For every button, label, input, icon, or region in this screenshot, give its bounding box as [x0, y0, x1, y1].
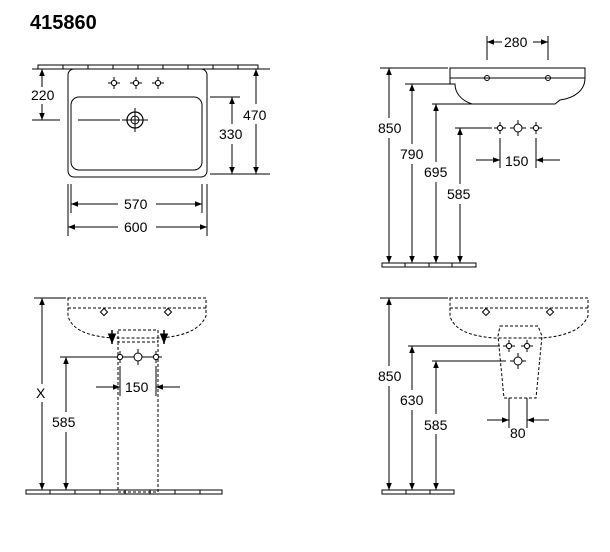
semi-floor: [381, 489, 455, 495]
dim-x: X: [36, 385, 46, 401]
top-view: 220 470 330 570 600: [31, 64, 270, 236]
waste-outlet-icon: [509, 352, 527, 370]
dim-150: 150: [505, 153, 529, 169]
front-semi-pedestal-view: 850 630 585 80: [378, 297, 589, 495]
dim-570: 570: [124, 196, 148, 212]
dim-150-ped: 150: [125, 379, 149, 395]
dim-790: 790: [400, 146, 424, 162]
dim-220: 220: [31, 87, 55, 103]
basin-bowl: [70, 96, 203, 171]
waste-outlet-icon: [129, 348, 147, 366]
water-inlet-icon: [493, 121, 507, 135]
side-floor: [381, 262, 477, 268]
dim-585: 585: [447, 186, 471, 202]
waste-outlet-icon: [509, 119, 527, 137]
dim-695: 695: [424, 164, 448, 180]
tap-hole-icon: [107, 76, 121, 90]
basin-profile: [449, 67, 586, 105]
product-code: 415860: [30, 12, 97, 34]
drain-icon: [126, 111, 144, 129]
dim-600: 600: [124, 219, 148, 235]
dim-585-semi: 585: [424, 417, 448, 433]
dim-585-ped: 585: [52, 414, 76, 430]
water-inlet-icon: [113, 350, 127, 364]
front-pedestal-view: X 585 150: [25, 297, 223, 495]
dim-280: 280: [504, 34, 528, 50]
dim-850-semi: 850: [378, 368, 402, 384]
dim-850: 850: [378, 120, 402, 136]
side-view: 280 850 790 695: [378, 34, 586, 268]
water-inlet-icon: [529, 121, 543, 135]
dim-470: 470: [243, 107, 267, 123]
top-wall: [37, 64, 259, 70]
water-inlet-icon: [520, 339, 534, 353]
dim-80: 80: [510, 425, 526, 441]
basin-outline: [67, 68, 208, 178]
water-inlet-icon: [502, 339, 516, 353]
tap-hole-icon: [129, 76, 143, 90]
dim-330: 330: [219, 126, 243, 142]
water-inlet-icon: [149, 350, 163, 364]
dim-630: 630: [400, 392, 424, 408]
tap-hole-icon: [151, 76, 165, 90]
front-floor: [25, 489, 223, 495]
